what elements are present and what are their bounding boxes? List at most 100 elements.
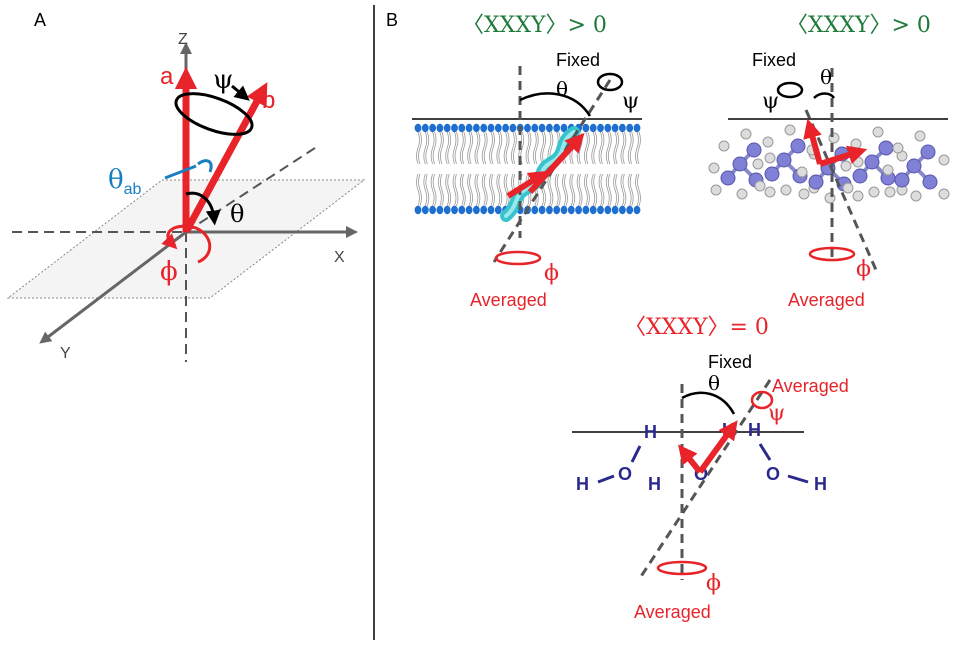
lipid-head [538, 123, 546, 133]
hydrogen-atom [798, 188, 810, 200]
heavy-atom [894, 172, 910, 188]
heavy-atom [746, 142, 762, 158]
heavy-atom [878, 140, 894, 156]
lipid-tail [503, 173, 510, 207]
molecule-atoms [708, 124, 950, 204]
lipid-head [531, 123, 539, 133]
lipid-head [633, 123, 641, 133]
lipid-head [626, 123, 634, 133]
lipid-head [524, 123, 531, 133]
hydrogen-atom [852, 190, 864, 202]
lipid-tail [416, 173, 422, 207]
molecule-vector-1 [803, 118, 823, 165]
hydrogen-atom [780, 184, 792, 196]
lipid-tail [620, 173, 627, 207]
water-molecule-left: H O H H [576, 422, 661, 494]
lipid-head [443, 205, 451, 215]
lipid-head [597, 205, 604, 215]
lipid-head [421, 123, 429, 133]
molecule-psi-label: ψ [762, 89, 779, 114]
lipid-head [414, 123, 422, 133]
axis-z-label: Z [178, 31, 188, 48]
lipid-tail [489, 131, 495, 165]
lipid-head [436, 123, 444, 133]
phi-rotation-arc [161, 224, 212, 264]
lipid-head [589, 123, 597, 133]
psi-rotation-ring [174, 92, 254, 136]
lipid-head [494, 205, 502, 215]
lipid-tail [613, 131, 619, 165]
lipid-head [473, 205, 480, 215]
lipid-head [546, 205, 553, 215]
hydrogen-atom [884, 186, 896, 198]
lipid-tail [452, 173, 459, 207]
lipid-tail [540, 131, 546, 165]
heavy-atom [852, 168, 868, 184]
molecule-vector-2 [819, 145, 868, 167]
lipid-tail [459, 173, 466, 207]
molecule-theta-label: θ [820, 65, 832, 89]
water-phi-ring [656, 560, 708, 576]
lipid-tail [576, 131, 583, 165]
lipid-head [611, 123, 619, 133]
hydrogen-atom [796, 166, 808, 178]
hydrogen-atom [872, 126, 884, 138]
lipid-tail [416, 131, 422, 165]
lipid-tail [591, 173, 598, 207]
lipid-tail [627, 131, 634, 165]
lipid-tail [489, 173, 495, 207]
axis-y-label: Y [60, 345, 71, 362]
atom-o-2: O [766, 464, 780, 484]
lipid-head [421, 205, 429, 215]
phi-label: ϕ [160, 257, 178, 287]
vector-a-label: a [160, 63, 174, 90]
lipid-head [553, 123, 561, 133]
lipid-head [582, 205, 590, 215]
hydrogen-atom [910, 190, 922, 202]
bond-4 [787, 474, 809, 484]
hydrogen-atom [882, 164, 894, 176]
hydrogen-atom [764, 186, 776, 198]
lipid-tail [467, 131, 473, 165]
lipid-tail [438, 173, 444, 207]
hydrogen-atom [914, 130, 926, 142]
lipid-head [494, 123, 502, 133]
heavy-atom [776, 152, 792, 168]
lipid-tail [496, 173, 503, 207]
theta-ab-leader [164, 164, 197, 180]
axis-x-label: X [334, 249, 345, 266]
bond-1 [630, 445, 642, 463]
lipid-head [473, 123, 480, 133]
lipid-tail [503, 131, 510, 165]
lipid-head [465, 205, 473, 215]
molecule-theta-arc [813, 92, 836, 99]
lipid-tail [467, 173, 473, 207]
hydrogen-atom [740, 128, 752, 140]
lipid-tail [511, 131, 517, 165]
lipid-head [429, 123, 436, 133]
heavy-atom [906, 158, 922, 174]
molecule-fixed-label: Fixed [752, 50, 796, 70]
heavy-atom [720, 170, 736, 186]
lipid-head [597, 123, 604, 133]
lipid-head [436, 205, 444, 215]
panel-b: B 〈XXXY〉> 0 θ Fixed ψ [386, 10, 950, 622]
membrane-phi-label: ϕ [544, 261, 559, 286]
hydrogen-atom [710, 184, 722, 196]
lipid-head [604, 123, 612, 133]
lipid-head [604, 205, 612, 215]
lipid-head [589, 205, 597, 215]
heavy-atom [808, 174, 824, 190]
molecule-phi-ring [808, 246, 856, 262]
atom-h-5: H [748, 420, 761, 440]
water-tilt-line [638, 379, 772, 579]
molecule-averaged-label: Averaged [788, 290, 865, 310]
water-condition: 〈XXXY〉= 0 [624, 315, 769, 340]
lipid-head [553, 205, 561, 215]
y-axis-neg [185, 145, 319, 233]
membrane-psi-ring [596, 72, 624, 92]
lipid-head [560, 123, 568, 133]
lipid-head [546, 123, 553, 133]
lipid-tail [620, 131, 627, 165]
hydrogen-atom [718, 140, 730, 152]
